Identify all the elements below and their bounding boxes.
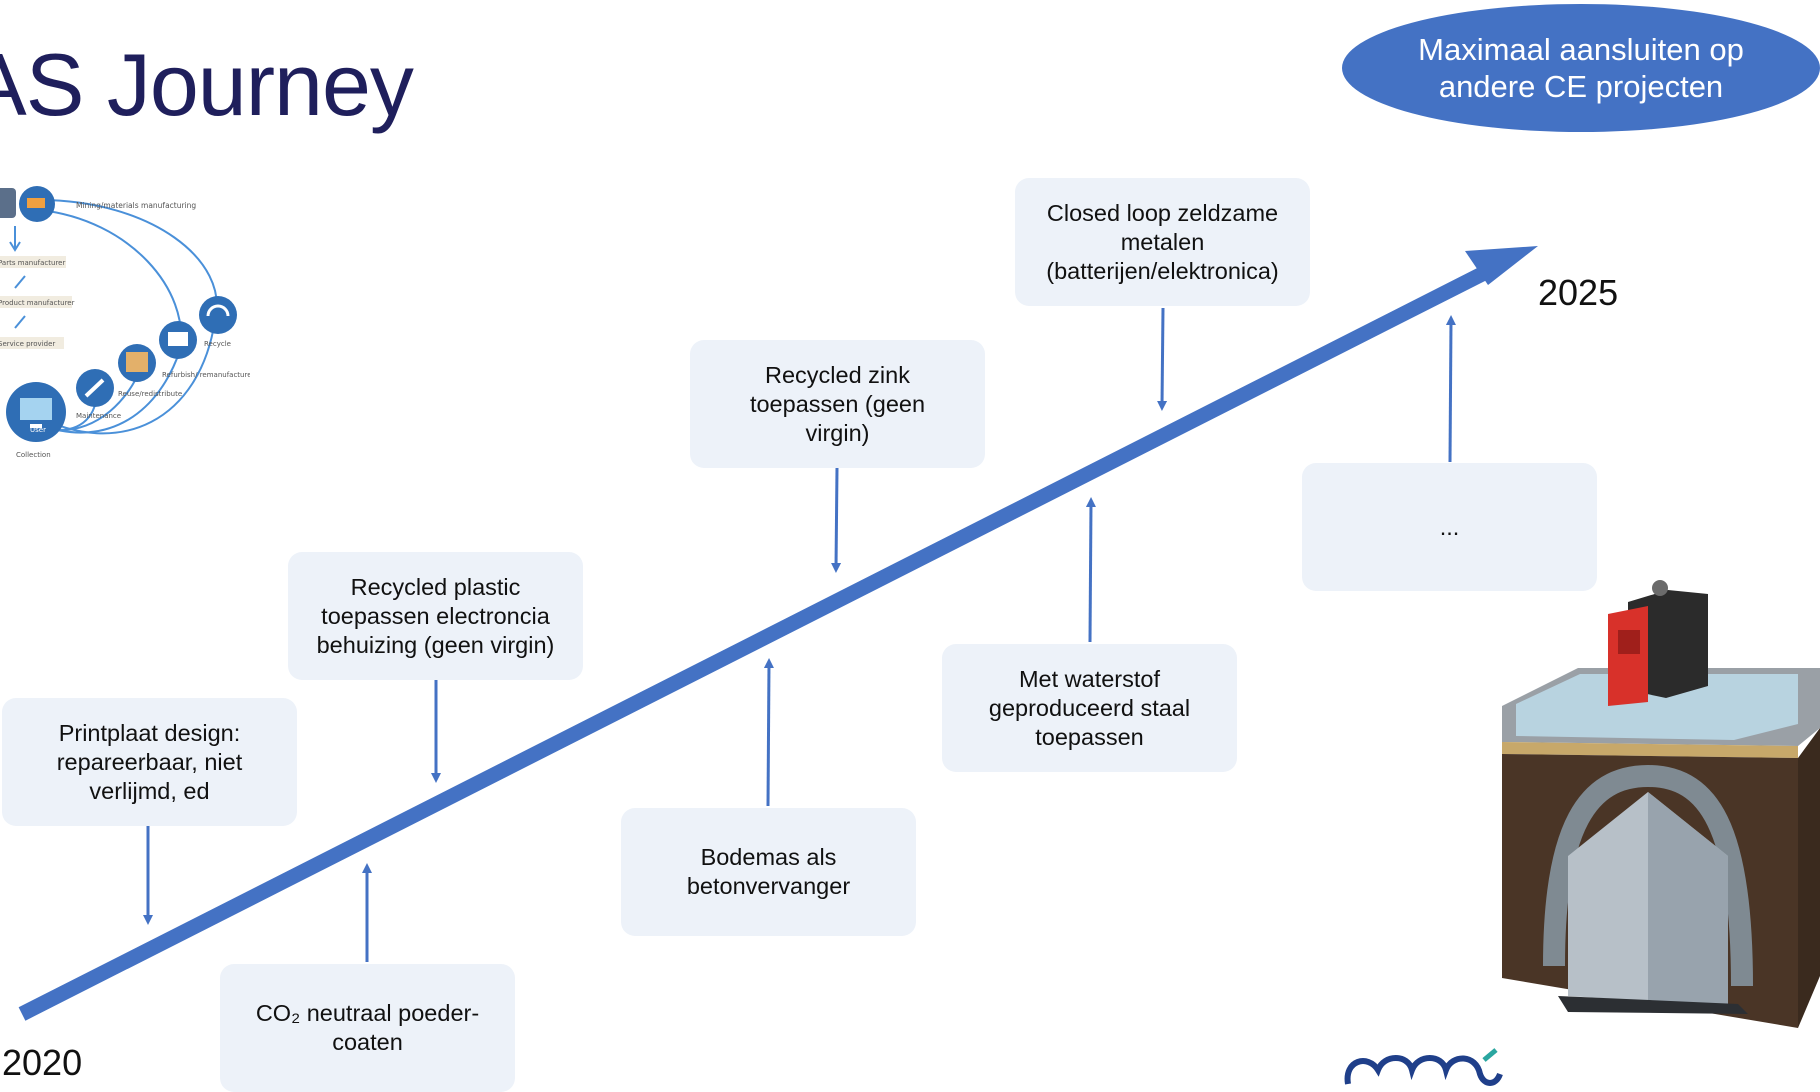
milestone-waterstof: Met waterstof geproduceerd staal toepass… <box>942 644 1237 772</box>
milestone-ellipsis: ... <box>1302 463 1597 591</box>
milestone-printplaat-label: Printplaat design: repareerbaar, niet ve… <box>56 719 243 804</box>
connector-bodemas <box>763 658 774 807</box>
milestone-zink: Recycled zink toepassen (geen virgin) <box>690 340 985 468</box>
timeline-arrow <box>18 263 1494 1021</box>
connector-closed-loop <box>1157 307 1168 411</box>
cycle-label-refurbish: Refurbish/ remanufacture <box>162 371 250 379</box>
connector-ellipsis <box>1445 315 1456 463</box>
milestone-waterstof-label: Met waterstof geproduceerd staal toepass… <box>988 665 1191 750</box>
container-lid-icon <box>1608 606 1648 706</box>
parts-manufacturer-label <box>0 256 66 268</box>
cycle-label-user: User <box>30 426 46 434</box>
milestone-bodemas: Bodemas als betonvervanger <box>621 808 916 936</box>
milestone-bodemas-label: Bodemas als betonvervanger <box>686 844 851 899</box>
milestone-co2-label: CO₂ neutraal poeder- coaten <box>255 1000 480 1055</box>
product-manufacturer-label <box>0 296 72 308</box>
cycle-label-mining: Mining/materials manufacturing <box>76 201 196 210</box>
connector-waterstof <box>1085 497 1096 643</box>
milestone-printplaat: Printplaat design: repareerbaar, niet ve… <box>2 698 297 826</box>
milestone-plastic-label: Recycled plastic toepassen electroncia b… <box>316 573 555 658</box>
milestone-closed-loop: Closed loop zeldzame metalen (batterijen… <box>1015 178 1310 306</box>
year-start: 2020 <box>2 1042 83 1083</box>
badge-label: Maximaal aansluiten op andere CE project… <box>1418 32 1744 104</box>
year-end: 2025 <box>1538 272 1619 313</box>
connector-zink <box>831 467 842 573</box>
cycle-label-collection: Collection <box>16 451 51 459</box>
cycle-label-recycle: Recycle <box>204 340 231 348</box>
recycle-icon <box>199 296 237 334</box>
milestone-co2: CO₂ neutraal poeder- coaten <box>220 964 515 1092</box>
cycle-label-product: Product manufacturer <box>0 299 75 307</box>
cycle-label-maintenance: Maintenance <box>76 412 121 420</box>
partner-logo <box>1344 1048 1503 1086</box>
ce-projects-badge: Maximaal aansluiten op andere CE project… <box>1342 4 1820 132</box>
milestone-closed-loop-label: Closed loop zeldzame metalen (batterijen… <box>1046 199 1279 284</box>
circular-economy-diagram: Mining/materials manufacturing Parts man… <box>0 186 250 459</box>
service-provider-label <box>0 337 64 349</box>
timeline-arrow-head <box>1465 246 1538 285</box>
cycle-label-service: Service provider <box>0 340 55 348</box>
page-title: AS Journey <box>0 35 414 134</box>
milestone-ellipsis-label: ... <box>1439 513 1460 540</box>
milestone-zink-label: Recycled zink toepassen (geen virgin) <box>749 361 926 446</box>
mining-icon <box>0 188 16 218</box>
cycle-label-reuse: Reuse/redistribute <box>118 390 182 398</box>
cycle-label-parts: Parts manufacturer <box>0 259 65 267</box>
underground-container-illustration <box>1502 580 1820 1028</box>
milestone-plastic: Recycled plastic toepassen electroncia b… <box>288 552 583 680</box>
